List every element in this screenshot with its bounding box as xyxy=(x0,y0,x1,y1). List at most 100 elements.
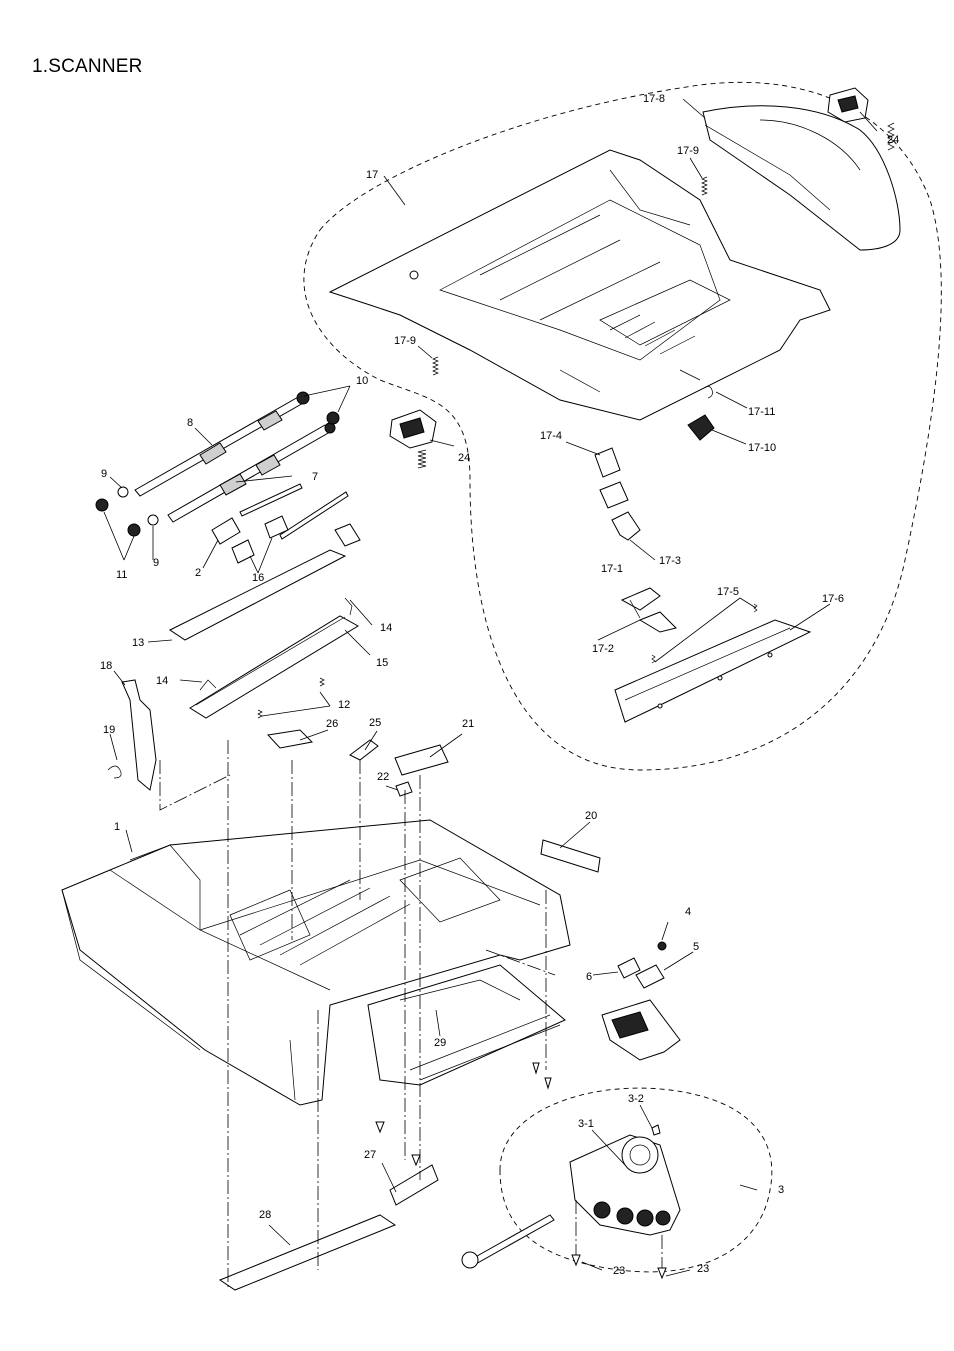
label-14-b: 14 xyxy=(156,675,168,687)
roller-2 xyxy=(211,517,241,545)
cover-flap-17-8 xyxy=(702,105,901,251)
gear-4 xyxy=(657,941,667,951)
washer-9-a xyxy=(117,486,129,498)
label-10: 10 xyxy=(356,375,368,387)
label-21: 21 xyxy=(462,718,474,730)
clip-part xyxy=(334,523,361,547)
sheet-17-4 xyxy=(594,447,621,478)
label-11: 11 xyxy=(116,569,127,581)
label-12: 12 xyxy=(338,699,350,711)
washer-9-b xyxy=(147,514,159,526)
label-29: 29 xyxy=(434,1037,446,1049)
spring-17-9-upper xyxy=(701,176,708,196)
label-9-a: 9 xyxy=(101,468,107,480)
bushing-10-a xyxy=(296,391,310,405)
roller-8 xyxy=(134,392,309,497)
label-26 xyxy=(266,729,314,749)
label-17-11: 17-11 xyxy=(748,406,775,418)
spring-14-a xyxy=(199,679,217,691)
spring-12-b xyxy=(257,709,263,719)
label-28 xyxy=(218,1214,397,1291)
label-2: 2 xyxy=(195,567,201,579)
motor-assembly-3 xyxy=(569,1134,681,1236)
screw-d xyxy=(544,1077,552,1090)
label-17: 17 xyxy=(366,169,378,181)
screw-b xyxy=(411,1154,421,1167)
label-8: 8 xyxy=(187,417,193,429)
bearing-11-a xyxy=(95,498,109,512)
spring-17-9-lower xyxy=(432,356,439,376)
label-16: 16 xyxy=(252,572,264,584)
label-6: 6 xyxy=(586,971,592,983)
label-13: 13 xyxy=(132,637,144,649)
label-24-b: 24 xyxy=(458,452,470,464)
spring-17-5-b xyxy=(651,654,656,664)
shaft-upper xyxy=(239,483,303,517)
roller-7 xyxy=(167,422,336,523)
screw-c xyxy=(532,1062,540,1075)
label-17-9-b: 17-9 xyxy=(394,335,416,347)
label-4: 4 xyxy=(685,906,691,918)
bracket-18 xyxy=(121,679,157,791)
roller-16-b xyxy=(264,515,289,539)
assembly-line-7 xyxy=(159,760,231,811)
label-22 xyxy=(395,781,413,797)
screw-3-2 xyxy=(651,1124,661,1136)
spring-17-5-a xyxy=(753,603,758,613)
label-9-b: 9 xyxy=(153,557,159,569)
label-17-4: 17-4 xyxy=(540,430,562,442)
base-plate-29 xyxy=(367,964,566,1086)
label-1: 1 xyxy=(114,821,120,833)
part-labels: 1 2 3 3-1 3-2 4 5 6 7 8 9 9 10 11 12 13 … xyxy=(100,93,899,1277)
roller-16-a xyxy=(231,539,255,564)
label-27 xyxy=(389,1164,439,1206)
label-17-3: 17-3 xyxy=(659,555,681,567)
label-25: 25 xyxy=(369,717,381,729)
label-27: 27 xyxy=(364,1149,376,1161)
assembly-3-outline xyxy=(499,1087,773,1273)
bearing-11-b xyxy=(127,523,141,537)
label-20: 20 xyxy=(585,810,597,822)
guide-17-6 xyxy=(614,619,812,723)
label-17-5: 17-5 xyxy=(717,586,739,598)
label-19: 19 xyxy=(103,724,115,736)
plate-13 xyxy=(169,549,347,641)
spring-19 xyxy=(107,765,122,779)
spring-14-b xyxy=(344,597,353,616)
roller-bracket xyxy=(601,999,681,1061)
label-5: 5 xyxy=(693,941,699,953)
label-23-a: 23 xyxy=(613,1265,625,1277)
label-26: 26 xyxy=(326,718,338,730)
shaft-lower xyxy=(279,491,349,540)
worm-shaft xyxy=(461,1214,555,1269)
hinge-24-middle xyxy=(389,409,437,469)
label-17-10: 17-10 xyxy=(748,442,776,454)
screw-23-b xyxy=(657,1267,667,1280)
label-17-9-a: 17-9 xyxy=(677,145,699,157)
label-7: 7 xyxy=(312,471,318,483)
spring-24-middle xyxy=(417,449,427,469)
label-25 xyxy=(349,739,379,761)
label-3: 3 xyxy=(778,1184,784,1196)
part-17-10 xyxy=(687,414,715,441)
label-22: 22 xyxy=(377,771,389,783)
roller-6 xyxy=(617,957,641,979)
diagram-title: 1.SCANNER xyxy=(32,56,143,77)
spring-12-a xyxy=(319,677,325,687)
label-17-6: 17-6 xyxy=(822,593,844,605)
sheet-17-3 xyxy=(611,511,641,541)
hinge-24-top xyxy=(827,87,895,151)
label-23-b: 23 xyxy=(697,1263,709,1275)
spring-24-top xyxy=(887,122,895,151)
assembly-line-9 xyxy=(485,949,556,976)
label-20 xyxy=(540,839,601,873)
main-body-1 xyxy=(61,819,571,1106)
screw-a xyxy=(375,1121,385,1134)
label-18: 18 xyxy=(100,660,112,672)
label-15: 15 xyxy=(376,657,388,669)
lever-17-1-17-2 xyxy=(620,587,677,633)
label-21 xyxy=(394,744,449,776)
sheet-17-4b xyxy=(599,481,629,509)
roller-5 xyxy=(635,964,665,989)
